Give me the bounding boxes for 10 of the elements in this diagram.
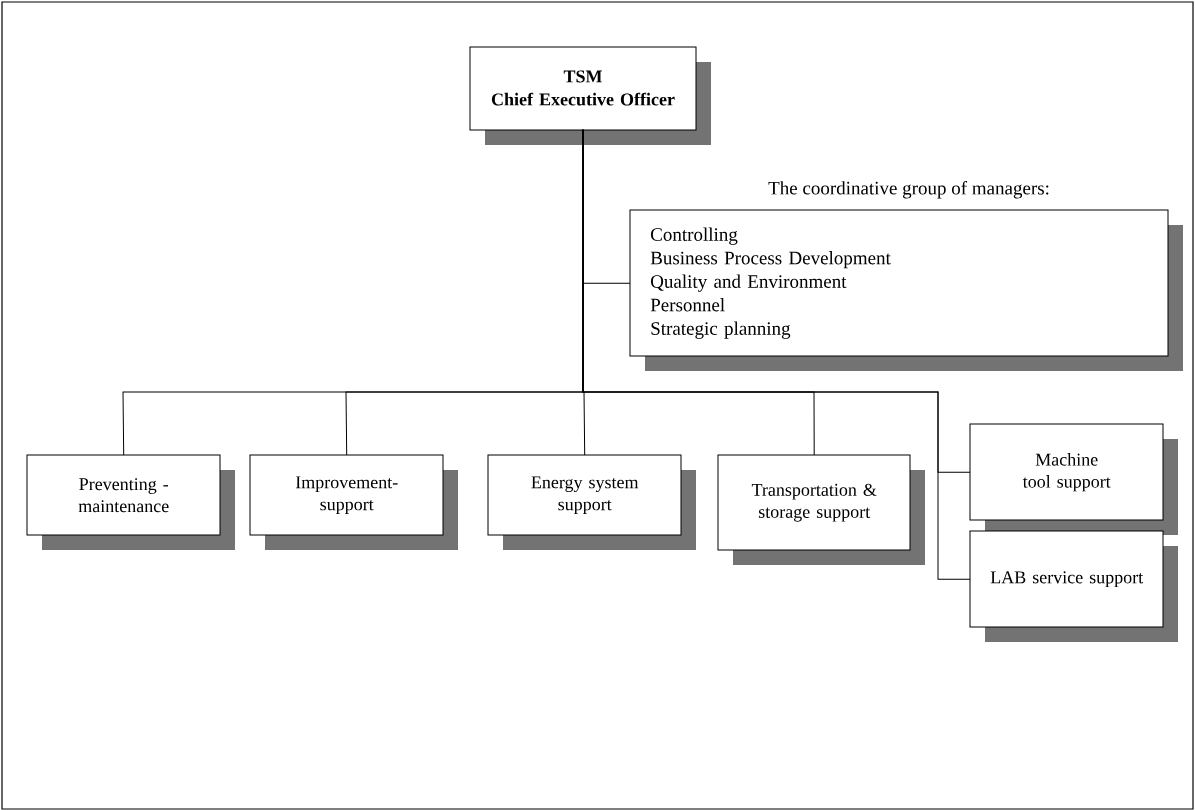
org-box: TSM Chief Executive Officer bbox=[469, 46, 711, 145]
connector-line bbox=[582, 129, 971, 580]
unit-box: Preventing - maintenance bbox=[26, 454, 235, 550]
unit-box: Transportation & storage support bbox=[717, 454, 925, 565]
unit-box: Improvement-support bbox=[249, 454, 458, 550]
unit-box: Machine tool support bbox=[969, 423, 1178, 535]
unit-box: LAB service support bbox=[969, 530, 1178, 642]
group-box: Controlling Business Process Development Quality and Environment Personnel Strategic planning bbox=[629, 209, 1183, 371]
unit-box: Energy system support bbox=[487, 454, 696, 550]
group-heading: The coordinative group of managers: bbox=[768, 181, 1049, 199]
